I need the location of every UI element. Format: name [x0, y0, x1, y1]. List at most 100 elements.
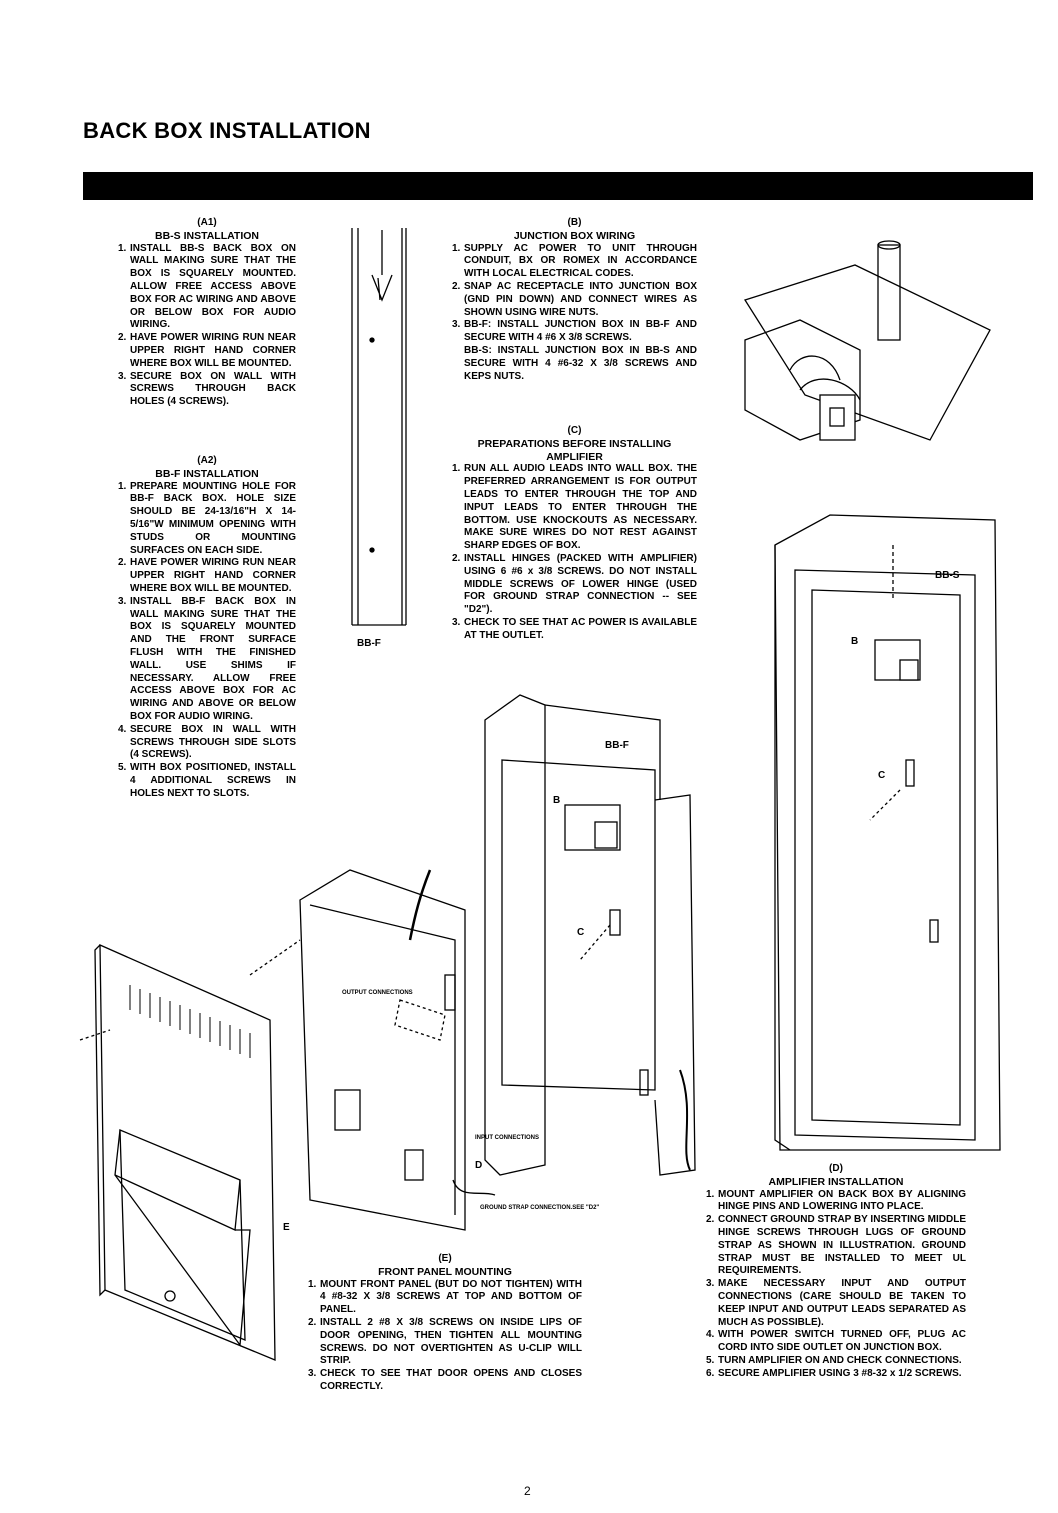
list-item-text: SECURE AMPLIFIER USING 3 #8-32 x 1/2 SCR…	[718, 1367, 962, 1379]
bbs-box-drawing	[774, 514, 1001, 1151]
label-bbs: BB-S	[935, 570, 960, 581]
list-item-note: BB-S: INSTALL JUNCTION BOX IN BB-S AND S…	[464, 344, 697, 382]
list-item-text: WITH POWER SWITCH TURNED OFF, PLUG AC CO…	[718, 1329, 966, 1354]
list-item: 4.SECURE BOX IN WALL WITH SCREWS THROUGH…	[118, 724, 296, 762]
section-label: (A1)	[197, 217, 217, 228]
list-item: 3.MAKE NECESSARY INPUT AND OUTPUT CONNEC…	[706, 1278, 966, 1329]
list-item-text: PREPARE MOUNTING HOLE FOR BB-F BACK BOX.…	[130, 480, 296, 556]
list-item-text: CHECK TO SEE THAT AC POWER IS AVAILABLE …	[464, 616, 697, 641]
section-c-preparations: (C) PREPARATIONS BEFORE INSTALLING AMPLI…	[452, 425, 697, 643]
list-item-text: BB-F: INSTALL JUNCTION BOX IN BB-F AND S…	[464, 319, 697, 344]
list-item-text: TURN AMPLIFIER ON AND CHECK CONNECTIONS.	[718, 1354, 962, 1366]
list-item: 1.PREPARE MOUNTING HOLE FOR BB-F BACK BO…	[118, 481, 296, 558]
list-item-number: 1.	[452, 463, 461, 475]
list-item-number: 5.	[706, 1354, 715, 1366]
list-item-text: RUN ALL AUDIO LEADS INTO WALL BOX. THE P…	[464, 463, 697, 552]
list-item-number: 3.	[118, 370, 127, 382]
list-item-number: 3.	[706, 1278, 715, 1290]
list-item: 3.BB-F: INSTALL JUNCTION BOX IN BB-F AND…	[452, 319, 697, 345]
section-label: (D)	[829, 1163, 843, 1174]
list-item-number: 3.	[308, 1368, 317, 1380]
list-item-text: SECURE BOX IN WALL WITH SCREWS THROUGH S…	[130, 723, 296, 761]
section-heading: BB-F INSTALLATION	[155, 467, 259, 480]
list-item-text: INSTALL 2 #8 X 3/8 SCREWS ON INSIDE LIPS…	[320, 1316, 582, 1367]
list-item: 5.TURN AMPLIFIER ON AND CHECK CONNECTION…	[706, 1355, 966, 1368]
list-item-number: 2.	[452, 280, 461, 292]
list-item: 3.SECURE BOX ON WALL WITH SCREWS THROUGH…	[118, 371, 296, 409]
section-a2-bbf-installation: (A2) BB-F INSTALLATION 1.PREPARE MOUNTIN…	[118, 455, 296, 801]
list-item: 5.WITH BOX POSITIONED, INSTALL 4 ADDITIO…	[118, 762, 296, 800]
list-item: 1.MOUNT FRONT PANEL (BUT DO NOT TIGHTEN)…	[308, 1279, 582, 1317]
list-item-text: INSTALL HINGES (PACKED WITH AMPLIFIER) U…	[464, 552, 697, 616]
list-item-text: INSTALL BB-S BACK BOX ON WALL MAKING SUR…	[130, 242, 296, 331]
section-label: (E)	[438, 1253, 452, 1264]
list-item-number: 1.	[452, 242, 461, 254]
list-item-text: CHECK TO SEE THAT DOOR OPENS AND CLOSES …	[320, 1368, 582, 1392]
list-item: 1.INSTALL BB-S BACK BOX ON WALL MAKING S…	[118, 243, 296, 333]
list-item-text: HAVE POWER WIRING RUN NEAR UPPER RIGHT H…	[130, 557, 296, 594]
list-item-number: 4.	[118, 723, 127, 735]
list-item-number: 5.	[118, 762, 127, 774]
list-item-number: 2.	[452, 552, 461, 564]
list-item: 2.SNAP AC RECEPTACLE INTO JUNCTION BOX (…	[452, 281, 697, 319]
bbf-side-view-drawing	[351, 228, 407, 626]
amplifier-chassis-drawing	[299, 869, 496, 1231]
bbf-box-drawing	[484, 694, 696, 1176]
list-item-number: 2.	[308, 1316, 317, 1328]
list-item-number: 1.	[118, 242, 127, 254]
list-item-number: 4.	[706, 1329, 715, 1341]
list-item: 2.CONNECT GROUND STRAP BY INSERTING MIDD…	[706, 1214, 966, 1278]
list-item-text: HAVE POWER WIRING RUN NEAR UPPER RIGHT H…	[130, 332, 296, 369]
list-item-number: 2.	[118, 557, 127, 569]
label-ground-strap: GROUND STRAP CONNECTION.SEE "D2"	[480, 1205, 600, 1211]
list-item-text: SECURE BOX ON WALL WITH SCREWS THROUGH B…	[130, 370, 296, 408]
list-item: 3.CHECK TO SEE THAT DOOR OPENS AND CLOSE…	[308, 1368, 582, 1394]
list-item-text: MAKE NECESSARY INPUT AND OUTPUT CONNECTI…	[718, 1278, 966, 1328]
list-item: 3.INSTALL BB-F BACK BOX IN WALL MAKING S…	[118, 596, 296, 724]
section-d-amplifier-installation: (D) AMPLIFIER INSTALLATION 1.MOUNT AMPLI…	[706, 1163, 966, 1381]
list-item-text: MOUNT AMPLIFIER ON BACK BOX BY ALIGNING …	[718, 1188, 966, 1213]
list-item-text: WITH BOX POSITIONED, INSTALL 4 ADDITIONA…	[130, 762, 296, 799]
label-b-bbf: B	[553, 795, 561, 806]
label-output-connections: OUTPUT CONNECTIONS	[342, 990, 413, 996]
title-divider-bar	[83, 172, 1033, 200]
label-c-bbs: C	[878, 770, 886, 781]
list-item: 4.WITH POWER SWITCH TURNED OFF, PLUG AC …	[706, 1329, 966, 1355]
page-number: 2	[524, 1484, 531, 1498]
list-item-number: 1.	[308, 1278, 317, 1290]
section-label: (A2)	[197, 455, 217, 466]
section-heading: BB-S INSTALLATION	[154, 229, 259, 242]
front-panel-drawing	[79, 939, 301, 1361]
list-item-number: 3.	[118, 595, 127, 607]
list-item-text: CONNECT GROUND STRAP BY INSERTING MIDDLE…	[718, 1214, 966, 1277]
list-item: 2.INSTALL HINGES (PACKED WITH AMPLIFIER)…	[452, 553, 697, 617]
label-bbf: BB-F	[605, 740, 629, 751]
label-input-connections: INPUT CONNECTIONS	[475, 1135, 540, 1141]
section-b-junction-box-wiring: (B) JUNCTION BOX WIRING 1.SUPPLY AC POWE…	[452, 217, 697, 383]
list-item-text: MOUNT FRONT PANEL (BUT DO NOT TIGHTEN) W…	[320, 1278, 582, 1316]
label-d: D	[475, 1160, 483, 1171]
list-item: 6.SECURE AMPLIFIER USING 3 #8-32 x 1/2 S…	[706, 1368, 966, 1381]
section-label: (B)	[567, 217, 582, 228]
list-item-number: 2.	[706, 1214, 715, 1226]
section-heading-2: AMPLIFIER	[546, 450, 603, 463]
list-item-number: 3.	[452, 616, 461, 628]
list-item: 1.SUPPLY AC POWER TO UNIT THROUGH CONDUI…	[452, 243, 697, 281]
junction-box-drawing	[744, 240, 991, 441]
section-heading: JUNCTION BOX WIRING	[513, 229, 636, 242]
list-item: 1.RUN ALL AUDIO LEADS INTO WALL BOX. THE…	[452, 463, 697, 553]
section-heading: FRONT PANEL MOUNTING	[378, 1265, 512, 1278]
list-item: 1.MOUNT AMPLIFIER ON BACK BOX BY ALIGNIN…	[706, 1189, 966, 1215]
section-e-front-panel-mounting: (E) FRONT PANEL MOUNTING 1.MOUNT FRONT P…	[308, 1253, 582, 1394]
section-heading: PREPARATIONS BEFORE INSTALLING	[477, 437, 672, 450]
list-item-number: 3.	[452, 319, 461, 331]
label-e: E	[283, 1222, 290, 1233]
page-title: BACK BOX INSTALLATION	[83, 118, 371, 143]
list-item: 3.CHECK TO SEE THAT AC POWER IS AVAILABL…	[452, 617, 697, 643]
list-item-number: 1.	[706, 1188, 715, 1200]
list-item-text: SUPPLY AC POWER TO UNIT THROUGH CONDUIT,…	[464, 242, 697, 280]
label-c-bbf: C	[577, 927, 585, 938]
list-item-number: 1.	[118, 480, 127, 492]
label-b-bbs: B	[851, 636, 859, 647]
